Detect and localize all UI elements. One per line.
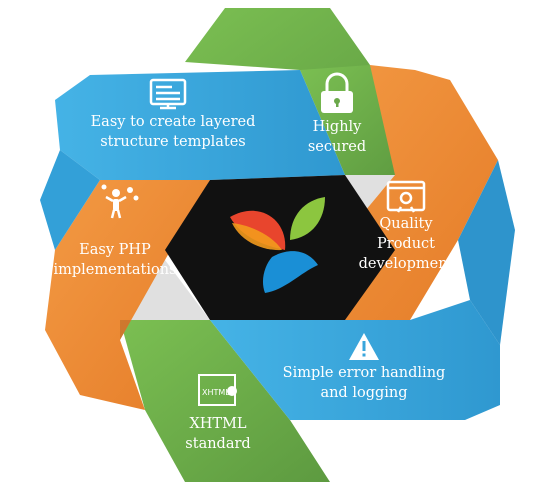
fold-shadow bbox=[120, 260, 210, 340]
svg-text:XHTML: XHTML bbox=[202, 388, 230, 397]
blue-ribbon-left-tip bbox=[40, 150, 100, 250]
green-ribbon-bottom bbox=[120, 320, 330, 482]
warning-triangle-icon bbox=[349, 333, 379, 360]
browser-award-icon bbox=[386, 180, 426, 213]
padlock-icon bbox=[321, 72, 353, 113]
xhtml-document-icon: XHTML bbox=[198, 374, 237, 406]
blue-ribbon-right-tip bbox=[458, 160, 515, 345]
yii-logo bbox=[230, 197, 325, 293]
person-gears-icon bbox=[101, 184, 139, 219]
orange-ribbon-left bbox=[45, 180, 210, 410]
monitor-layers-icon bbox=[149, 78, 187, 110]
blue-ribbon-top bbox=[55, 70, 345, 180]
